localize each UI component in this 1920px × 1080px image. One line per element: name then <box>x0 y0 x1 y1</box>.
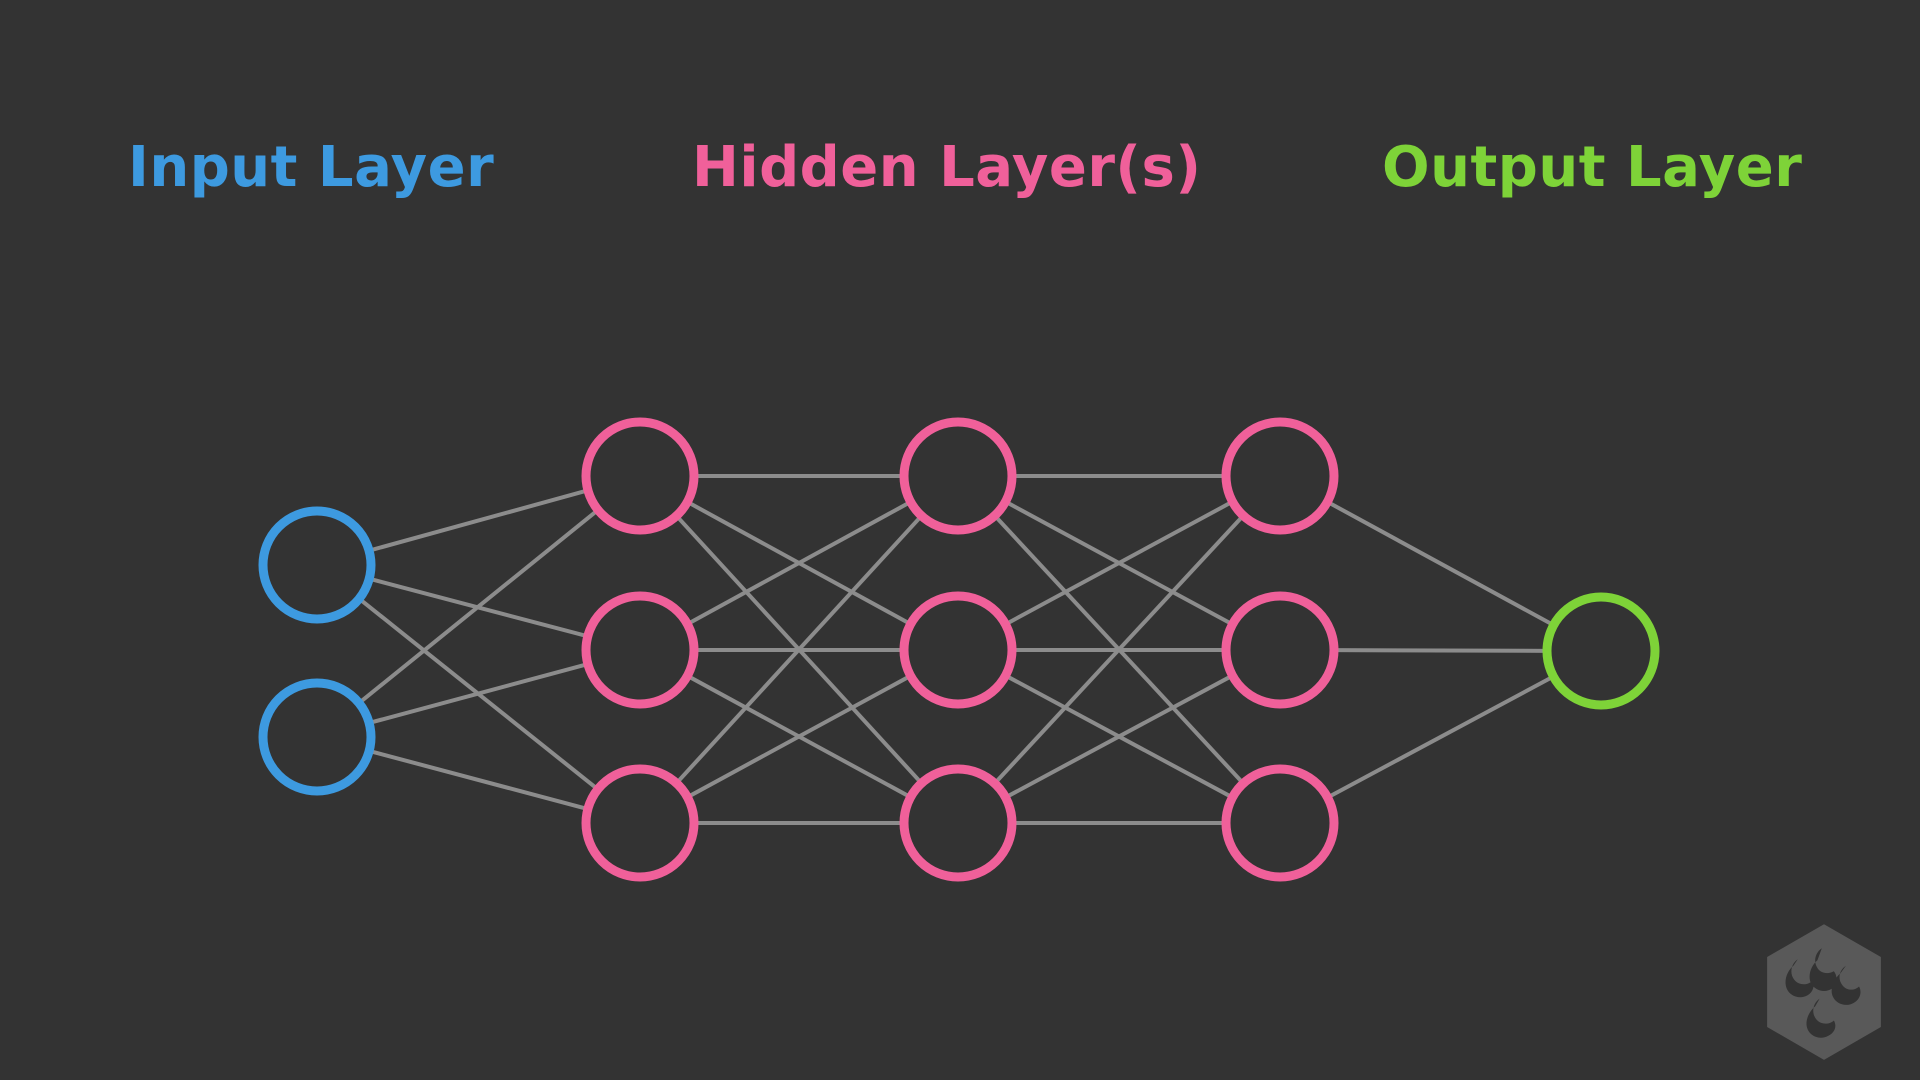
hidden-node <box>581 417 699 535</box>
connection-edge <box>1326 674 1555 800</box>
output-node <box>1542 592 1660 710</box>
hidden-node <box>899 764 1017 882</box>
hidden-node <box>1221 417 1339 535</box>
input-node <box>258 678 376 796</box>
connection-edge <box>368 748 589 812</box>
connection-edge <box>675 514 923 785</box>
hidden-node <box>1221 591 1339 709</box>
connection-edge <box>368 662 589 725</box>
hidden-node <box>1221 764 1339 882</box>
connection-edge <box>1333 648 1548 653</box>
connection-edge <box>1004 673 1234 800</box>
nodes-group <box>258 417 1660 882</box>
hidden-node <box>581 764 699 882</box>
input-node <box>258 506 376 624</box>
hidden-node <box>899 591 1017 709</box>
connection-edge <box>1326 500 1555 627</box>
connection-edge <box>368 488 589 553</box>
connection-edge <box>993 514 1245 785</box>
hidden-node <box>581 591 699 709</box>
connection-edge <box>357 508 600 705</box>
connection-edge <box>686 500 912 626</box>
connection-edge <box>1004 499 1234 627</box>
hidden-node <box>899 417 1017 535</box>
connection-edge <box>686 674 912 799</box>
edges-group <box>357 474 1555 825</box>
